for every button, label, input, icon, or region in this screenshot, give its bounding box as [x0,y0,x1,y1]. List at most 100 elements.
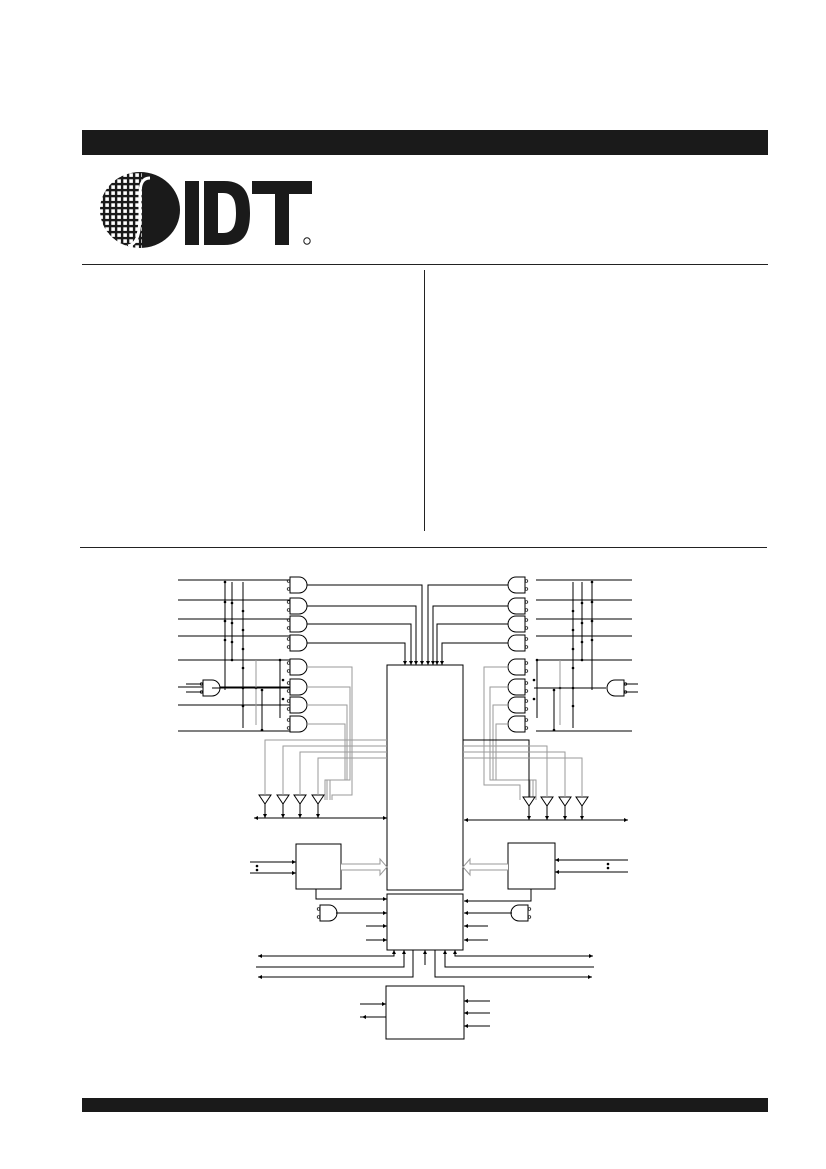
arrowhead [464,938,468,942]
arrowhead [409,661,413,665]
inverter-bubble [524,587,529,591]
right-and-gate [507,634,526,652]
inverter-bubble [524,608,529,612]
junction-dot [223,580,227,584]
junction-dot [590,619,594,623]
arrowhead [589,954,593,958]
wire [463,757,583,797]
arrowhead [292,860,296,864]
left-and-gate [289,615,308,633]
arrowhead [624,818,628,822]
wire [307,642,406,665]
arrowhead [555,858,559,862]
junction-dot [580,640,584,644]
tristate-buffer [558,796,572,807]
junction-dot [571,704,575,708]
wire [307,623,412,665]
arrowhead [281,814,285,818]
left-and-gate [289,576,308,594]
left-and-gate [289,715,308,733]
right-and-gate [507,678,526,696]
inverter-bubble [286,689,291,693]
inverter-bubble [286,718,291,722]
arrowhead [383,938,387,942]
inverter-bubble [524,699,529,703]
junction-dot [571,628,575,632]
right-address-decoder [507,842,556,890]
arrowhead [464,818,468,822]
left-and-gate [289,634,308,652]
wire [463,745,548,797]
junction-dot [241,609,245,613]
right-and-gate [507,576,526,594]
inverter-bubble [524,689,529,693]
arrowhead [392,950,396,954]
wire [434,950,592,978]
arrowhead [382,1002,386,1006]
arrowhead [254,816,258,820]
arrowhead [453,950,457,954]
tristate-buffer [293,794,307,805]
junction-dot [580,601,584,605]
column-divider [424,270,425,531]
arrowhead [414,661,418,665]
inverter-bubble [286,726,291,730]
arrowhead [435,661,439,665]
wire [315,889,387,900]
inverter-bubble [524,726,529,730]
junction-dot [223,619,227,623]
wire [432,605,508,665]
left-and-gate [289,658,308,676]
junction-dot [580,658,584,662]
inverter-bubble [286,669,291,673]
inverter-bubble [286,681,291,685]
arrowhead [580,816,584,820]
junction-dot [281,697,285,701]
right-and-gate [507,696,526,714]
arrowhead [545,816,549,820]
wire [307,666,353,800]
wire [444,950,594,968]
arrowhead [555,870,559,874]
wire [258,950,414,978]
left-address-bus-arrow [341,857,388,877]
inverter-bubble [527,915,532,919]
left-and-gate [289,678,308,696]
junction-dot [571,666,575,670]
wire [463,739,530,797]
right-and-gate [507,715,526,733]
junction-dot [532,678,536,682]
junction-dot [255,868,259,872]
right-and-gate [507,658,526,676]
arrowhead [527,816,531,820]
wire [256,950,405,968]
arrowhead [431,661,435,665]
wire [454,950,593,957]
inverter-bubble [286,661,291,665]
junction-dot [281,678,285,682]
junction-dot [606,862,610,866]
section-rule [80,547,767,548]
left-gray-wire [299,751,387,795]
inverter-bubble [524,579,529,583]
tristate-buffer [575,796,589,807]
right-address-bus-arrow [462,857,508,877]
arrowhead [383,911,387,915]
arrowhead [464,911,468,915]
left-and-gate [289,696,308,714]
arrowhead [464,1024,468,1028]
wire [495,723,537,800]
inverter-bubble [524,661,529,665]
tristate-buffer [540,796,554,807]
top-title-bar [82,130,768,155]
inverter-bubble [524,681,529,685]
junction-dot [230,601,234,605]
junction-dot [223,600,227,604]
arrowhead [383,924,387,928]
inverter-bubble [524,707,529,711]
arrowhead [258,975,262,979]
wire [463,751,566,797]
tristate-buffer [276,794,290,805]
inverter-bubble [316,915,321,919]
control-logic-block [386,893,464,951]
